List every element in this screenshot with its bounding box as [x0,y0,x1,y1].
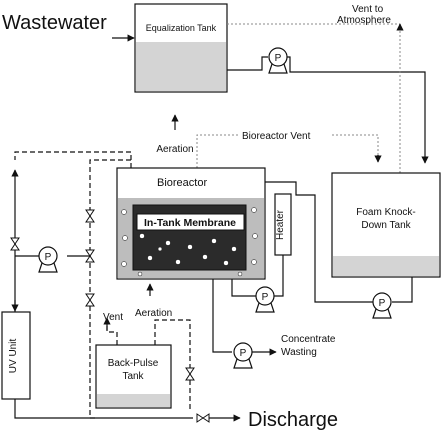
vent-to-atmosphere-line1: Vent to [352,4,384,15]
backpulse-liquid [97,394,170,407]
wasting-pipe [212,279,232,353]
membrane-label-box [136,213,245,231]
pump-permeate-label: P [45,252,52,263]
feed-to-foam-tank [287,56,429,164]
concentrate-label-2: Wasting [281,347,317,358]
bioreactor-vent-line [196,134,379,168]
equalization-liquid [136,42,226,91]
concentrate-label-1: Concentrate [281,334,336,345]
aeration-bottom-label: Aeration [135,308,172,319]
bioreactor-vent-label-bg [240,128,330,142]
foam-outlet-pipe [392,277,413,303]
backpulse-vent-line [106,320,118,345]
discharge-label: Discharge [248,409,338,431]
valve-mid-1 [85,209,95,223]
membrane-label: In-Tank Membrane [144,217,236,229]
bioreactor-vent-label: Bioreactor Vent [242,131,311,142]
pump-foam-label: P [379,298,386,309]
pump-eq: P [268,47,288,74]
recirc-pipe [231,279,256,297]
backpulse-feed-line [89,306,96,419]
foam-tank-label-1: Foam Knock- [356,207,415,218]
back-pulse-tank: Back-Pulse Tank [95,344,172,409]
aeration-top-label: Aeration [156,144,193,155]
backpulse-air-line [154,319,191,410]
equalization-tank: Equalization Tank [134,3,228,93]
back-pulse-label-1: Back-Pulse [108,358,159,369]
uv-unit: UV Unit [1,311,31,400]
back-pulse-label-2: Tank [122,371,144,382]
uv-unit-label: UV Unit [8,339,19,374]
pump-permeate: P [38,246,58,273]
discharge-line [14,399,193,419]
vent-label: Vent [103,312,123,323]
bioreactor: Bioreactor In-Tank Membrane [116,167,266,280]
bioreactor-label: Bioreactor [157,177,207,189]
foam-knockdown-tank: Foam Knock- Down Tank [331,172,441,278]
equalization-tank-label: Equalization Tank [146,23,217,33]
valve-left [10,237,20,251]
pump-eq-label: P [275,53,282,64]
pump-recirc: P [255,286,275,313]
reactor-bubbles [121,207,258,277]
heater-label: Heater [275,209,286,240]
valve-mid-3 [85,293,95,307]
recirc-return [274,282,284,297]
pump-recirc-label: P [262,292,269,303]
eq-outlet-pipe [227,56,268,71]
foam-tank-label-2: Down Tank [361,220,411,231]
membrane-bubbles [139,233,237,266]
valve-discharge [196,413,210,423]
return-to-bioreactor [262,181,373,303]
foam-tank-liquid [333,256,439,276]
pump-wasting: P [233,342,253,369]
pump-wasting-label: P [240,348,247,359]
heater: Heater [274,193,292,256]
pump-foam: P [372,292,392,319]
vent-to-atmosphere-line2: Atmosphere [337,15,391,26]
valve-backpulse [185,367,195,381]
wastewater-label: Wastewater [2,12,107,34]
